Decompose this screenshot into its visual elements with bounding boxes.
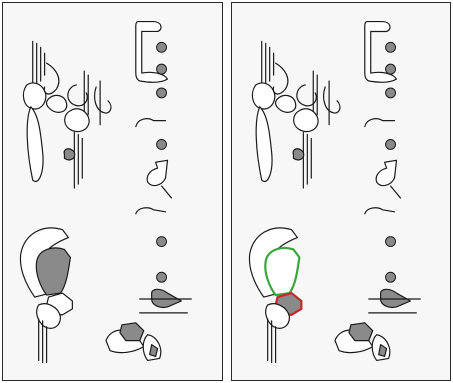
segment-upper bbox=[265, 248, 299, 295]
mid-curve-2 bbox=[95, 81, 111, 125]
lower-strokes bbox=[303, 133, 311, 188]
small-loop bbox=[276, 95, 296, 112]
tick-1 bbox=[162, 186, 172, 198]
dot-1 bbox=[386, 42, 396, 52]
grey-drop-1 bbox=[64, 149, 75, 160]
dot-3 bbox=[386, 88, 396, 98]
dot-5 bbox=[386, 237, 396, 247]
hook-3 bbox=[136, 208, 166, 214]
upper-loop bbox=[23, 83, 45, 109]
hook-2 bbox=[136, 119, 166, 127]
illustration-left bbox=[3, 3, 222, 380]
long-loop bbox=[27, 107, 43, 182]
small-loop bbox=[47, 95, 67, 112]
art-group-right bbox=[249, 22, 420, 363]
dot-4 bbox=[157, 139, 167, 149]
tick-1 bbox=[391, 186, 401, 198]
dot-6 bbox=[157, 272, 167, 282]
dot-4 bbox=[386, 139, 396, 149]
dot-6 bbox=[386, 272, 396, 282]
long-loop bbox=[256, 107, 272, 182]
dot-3 bbox=[157, 88, 167, 98]
grey-drop-2 bbox=[381, 289, 411, 307]
mid-loop bbox=[65, 109, 89, 132]
dot-5 bbox=[157, 237, 167, 247]
mid-loop bbox=[294, 109, 318, 132]
dot-1 bbox=[157, 42, 167, 52]
panel-left bbox=[2, 2, 223, 381]
hook-2 bbox=[365, 119, 395, 127]
grey-drop-1 bbox=[293, 149, 304, 160]
hook-3 bbox=[365, 208, 395, 214]
small-shape-1 bbox=[376, 160, 396, 185]
mid-curve-2 bbox=[324, 81, 340, 125]
art-group-left bbox=[20, 22, 191, 363]
hook-curve bbox=[44, 63, 59, 94]
dot-2 bbox=[157, 64, 167, 74]
lower-strokes bbox=[74, 133, 82, 188]
illustration-right bbox=[232, 3, 450, 380]
panel-right bbox=[231, 2, 451, 381]
grey-drop-2 bbox=[152, 289, 182, 307]
dot-2 bbox=[386, 64, 396, 74]
upper-loop bbox=[252, 83, 274, 109]
small-shape-1 bbox=[147, 160, 167, 185]
grey-block bbox=[349, 323, 373, 341]
grey-block bbox=[120, 323, 144, 341]
hook-curve bbox=[273, 63, 288, 94]
